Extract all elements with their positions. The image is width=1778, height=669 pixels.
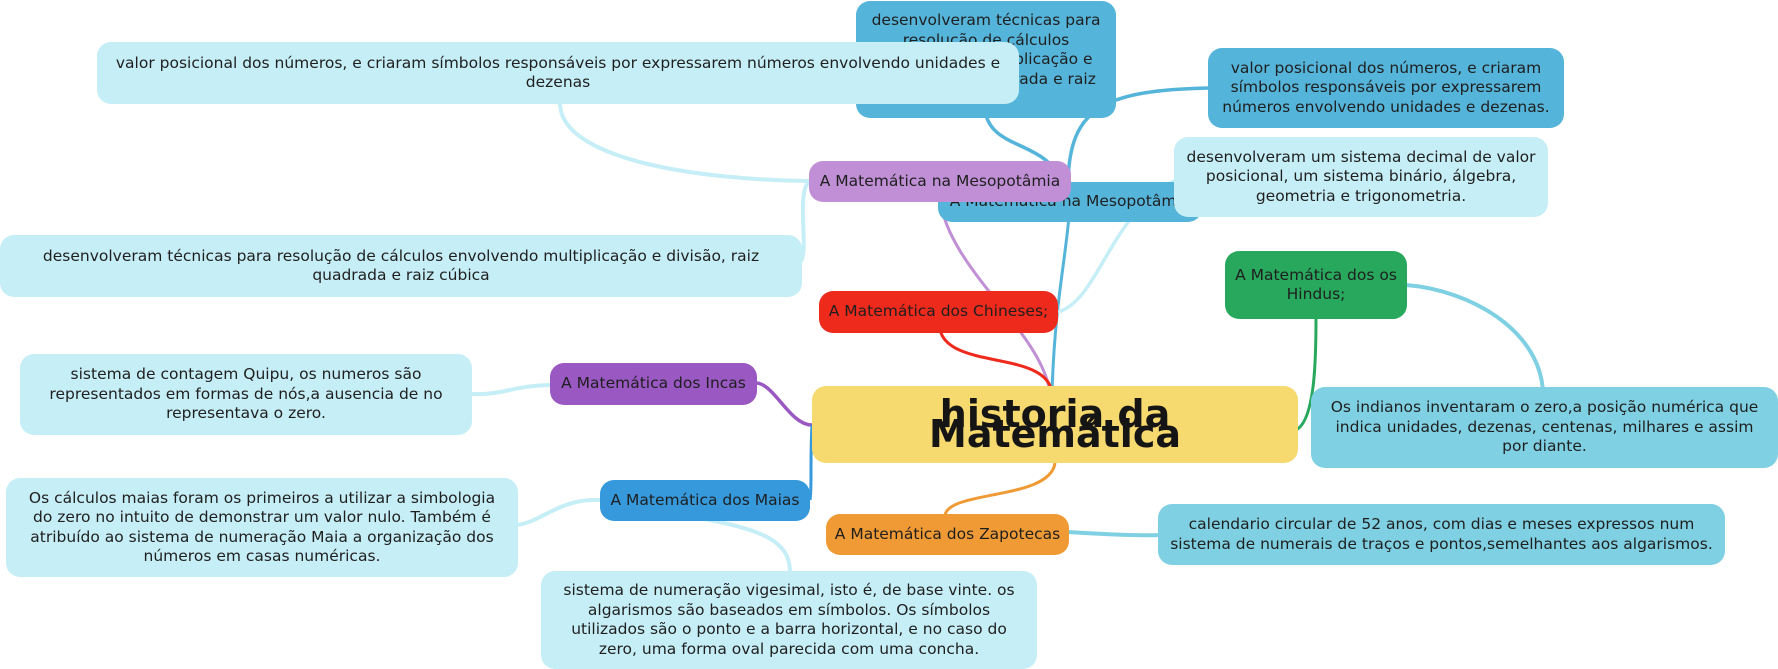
branch-zapotecas[interactable]: A Matemática dos Zapotecas	[826, 514, 1069, 555]
link-central-incas	[756, 381, 813, 427]
branch-chineses[interactable]: A Matemática dos Chineses;	[819, 291, 1058, 333]
leaf-maias-vigesimal[interactable]: sistema de numeração vigesimal, isto é, …	[541, 571, 1037, 669]
leaf-hindus-zero[interactable]: Os indianos inventaram o zero,a posição …	[1311, 387, 1778, 468]
link-maias-vigesimal	[704, 517, 792, 573]
link-central-hindus	[1295, 317, 1318, 432]
branch-incas[interactable]: A Matemática dos Incas	[550, 363, 757, 405]
leaf-zapotecas-calendario[interactable]: calendario circular de 52 anos, com dias…	[1158, 504, 1725, 565]
branch-meso-purple[interactable]: A Matemática na Mesopotâmia	[809, 161, 1071, 202]
link-hindus-zero	[1405, 283, 1545, 393]
leaf-incas-quipu[interactable]: sistema de contagem Quipu, os numeros sã…	[20, 354, 472, 435]
link-zapotecas-calendario	[1067, 530, 1161, 538]
leaf-meso-blue-valor[interactable]: valor posicional dos números, e criaram …	[1208, 48, 1564, 128]
link-maias-calculos	[517, 497, 602, 527]
leaf-meso-purple-tecnicas[interactable]: desenvolveram técnicas para resolução de…	[0, 235, 802, 297]
branch-hindus[interactable]: A Matemática dos os Hindus;	[1225, 251, 1407, 319]
leaf-maias-calculos[interactable]: Os cálculos maias foram os primeiros a u…	[6, 478, 518, 577]
link-central-meso-blue	[1050, 204, 1072, 393]
link-meso-purple-valor	[558, 102, 811, 183]
link-central-chineses	[938, 329, 1054, 393]
link-meso-purple-tecnicas	[798, 179, 812, 264]
leaf-chineses-sistema[interactable]: desenvolveram um sistema decimal de valo…	[1174, 137, 1548, 217]
branch-maias[interactable]: A Matemática dos Maias	[600, 480, 810, 521]
link-central-maias	[808, 424, 814, 501]
link-central-zapotecas	[943, 462, 1057, 516]
leaf-meso-purple-valor[interactable]: valor posicional dos números, e criaram …	[97, 42, 1019, 104]
link-incas-quipu	[471, 383, 552, 397]
central-topic[interactable]: historia da Matemática	[812, 386, 1298, 463]
